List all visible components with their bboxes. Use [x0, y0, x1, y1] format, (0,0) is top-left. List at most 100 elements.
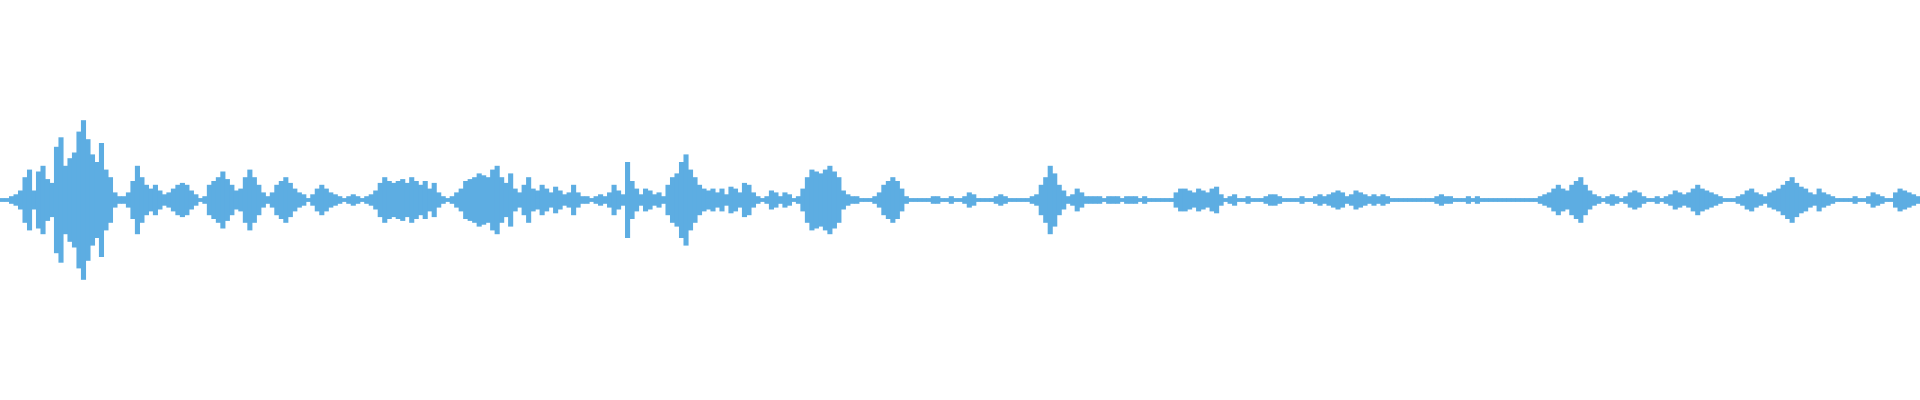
waveform-bar: [1551, 188, 1557, 212]
waveform-bar: [1420, 198, 1426, 202]
waveform-bar: [445, 198, 451, 202]
waveform-bar: [849, 196, 855, 204]
waveform-bar: [1627, 192, 1633, 208]
waveform-bar: [1218, 194, 1224, 206]
waveform-bar: [1398, 198, 1404, 202]
waveform-bar: [521, 184, 527, 216]
waveform-bar: [301, 194, 307, 206]
waveform-bar: [1371, 194, 1377, 206]
waveform-bar: [1722, 198, 1728, 202]
waveform-bar: [1654, 196, 1660, 204]
waveform-bar: [278, 181, 284, 219]
waveform-bar: [1474, 196, 1480, 204]
waveform-bar: [1704, 190, 1710, 210]
waveform-bar: [1097, 196, 1103, 204]
waveform-bar: [481, 175, 487, 225]
waveform-bar: [1339, 192, 1346, 208]
waveform-bar: [1029, 196, 1035, 204]
waveform-bar: [1200, 190, 1206, 210]
waveform-bar: [1533, 198, 1539, 202]
waveform-bar: [1573, 181, 1579, 219]
waveform-bar: [665, 184, 671, 216]
waveform-bar: [1564, 190, 1570, 210]
waveform-bar: [1020, 198, 1026, 202]
waveform-bar: [427, 188, 433, 212]
waveform-bar: [948, 196, 954, 204]
waveform-bar: [170, 188, 176, 212]
waveform-bar: [1321, 196, 1328, 204]
waveform-bar: [930, 196, 936, 204]
waveform-bar: [17, 190, 24, 210]
waveform-bar: [755, 196, 761, 204]
waveform-bar: [1083, 196, 1089, 204]
waveform-bar: [499, 177, 505, 223]
waveform-bar: [899, 188, 905, 212]
waveform-bar: [1452, 198, 1458, 202]
waveform-bar: [764, 196, 770, 204]
waveform-bar: [1312, 196, 1319, 204]
waveform-bar: [238, 188, 244, 212]
waveform-bar: [867, 198, 873, 202]
waveform-bar: [1605, 196, 1611, 204]
waveform-bar: [728, 186, 734, 214]
waveform-bar: [1007, 198, 1013, 202]
waveform-bar: [400, 179, 406, 221]
waveform-bar: [476, 173, 482, 227]
waveform-bar: [912, 198, 918, 202]
waveform-bar: [1065, 196, 1071, 204]
waveform-bar: [1668, 194, 1674, 206]
waveform-bar: [629, 181, 635, 219]
waveform-bar: [526, 177, 532, 223]
waveform-bar: [1115, 196, 1121, 204]
waveform-bar: [166, 192, 172, 208]
waveform-bar: [1402, 198, 1408, 202]
waveform-bar: [1695, 184, 1701, 216]
waveform-bar: [391, 182, 397, 218]
waveform-bar: [1151, 198, 1157, 202]
waveform-bar: [1429, 198, 1435, 202]
waveform-bar: [562, 194, 568, 206]
waveform-bar: [1232, 194, 1238, 206]
waveform-bar: [1254, 198, 1260, 202]
waveform-bar: [548, 192, 554, 208]
waveform-bar: [1380, 194, 1386, 206]
waveform-bar: [1641, 196, 1647, 204]
waveform-bar: [454, 192, 460, 208]
waveform-bar: [256, 184, 262, 216]
waveform-bar: [1537, 196, 1543, 204]
waveform-bar: [1515, 198, 1521, 202]
waveform-bar: [197, 198, 203, 202]
waveform-bar: [71, 152, 78, 248]
waveform-bar: [1699, 188, 1705, 212]
waveform-bar: [1366, 196, 1373, 204]
waveform-bar: [903, 196, 909, 204]
waveform-bar: [710, 188, 716, 212]
waveform-bar: [161, 194, 167, 206]
waveform-bar: [1803, 188, 1809, 212]
waveform-bar: [692, 177, 698, 223]
waveform-bar: [719, 188, 725, 212]
waveform-bar: [611, 184, 617, 216]
waveform-bar: [777, 196, 783, 204]
waveform-bar: [634, 188, 640, 212]
waveform-bar: [589, 198, 595, 202]
waveform-bar: [242, 177, 248, 223]
waveform-bar: [1389, 198, 1395, 202]
waveform-bar: [944, 198, 950, 202]
waveform-bar: [1884, 198, 1890, 202]
waveform-bar: [1443, 196, 1449, 204]
waveform-bar: [233, 190, 239, 210]
waveform-bar: [1294, 198, 1301, 202]
waveform-bar: [539, 184, 545, 216]
waveform-bar: [723, 194, 730, 206]
waveform-bar: [1110, 196, 1116, 204]
waveform-bar: [251, 177, 257, 223]
waveform-bar: [1852, 196, 1858, 204]
waveform-bar: [211, 181, 217, 219]
waveform-bar: [580, 196, 586, 204]
waveform-bar: [669, 177, 676, 223]
waveform-bar: [1857, 198, 1863, 202]
waveform-bar: [1101, 198, 1107, 202]
waveform-bar: [422, 181, 428, 219]
waveform-bar: [553, 186, 559, 214]
